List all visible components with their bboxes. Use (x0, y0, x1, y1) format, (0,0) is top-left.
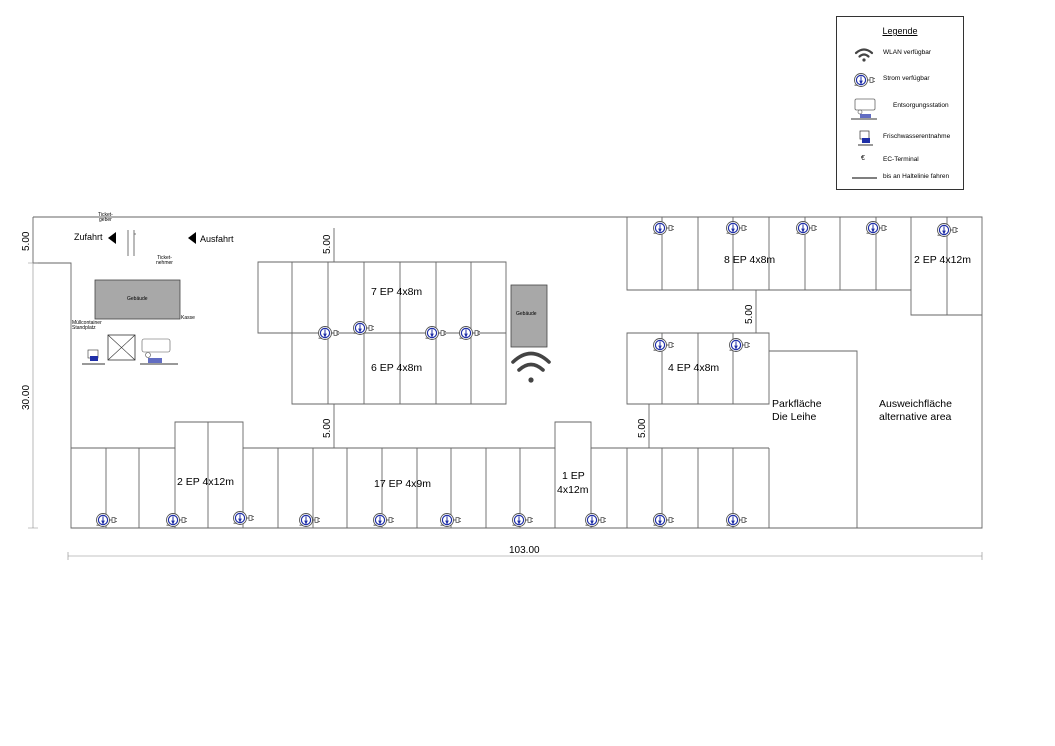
area-4ep-label: 4 EP 4x8m (668, 362, 720, 374)
area-7ep-label: 7 EP 4x8m (371, 286, 423, 298)
power-plug-icon (652, 337, 675, 353)
power-plug-icon (232, 510, 255, 526)
zufahrt-label: Zufahrt (74, 232, 103, 242)
kasse-label: Kasse (181, 315, 195, 321)
power-plug-icon (652, 220, 675, 236)
area-2ep-top-label: 2 EP 4x12m (914, 254, 972, 266)
ausweich-label-2: alternative area (879, 411, 952, 423)
legend-label: bis an Haltelinie fahren (883, 173, 950, 180)
power-plug-icon (424, 325, 447, 341)
legend-label: WLAN verfügbar (883, 49, 932, 56)
center-building-label: Gebäude (516, 311, 537, 317)
dim-width: 103.00 (509, 545, 540, 556)
legend-title: Legende (882, 26, 918, 36)
disposal-station-icon (141, 338, 171, 363)
power-plug-icon (865, 220, 888, 236)
area-17ep-label: 17 EP 4x9m (374, 478, 432, 490)
wifi-icon (511, 351, 551, 383)
power-plug-icon (652, 512, 675, 528)
legend: Legende WLAN verfügbar Strom verfügbar E… (836, 16, 964, 190)
legend-item-frischwasser: Frischwasserentnahme (845, 128, 961, 148)
area-1ep-label-2: 4x12m (557, 484, 589, 496)
area-6ep-label: 6 EP 4x8m (371, 362, 423, 374)
power-plug-icon (372, 512, 395, 528)
power-plug-icon (95, 512, 118, 528)
parkflaeche-label-1: Parkfläche (772, 398, 822, 410)
center-building (510, 284, 548, 348)
power-plug-icon (298, 512, 321, 528)
legend-label: EC-Terminal (883, 156, 919, 163)
dim-lane-d: 5.00 (637, 418, 648, 438)
legend-label: Frischwasserentnahme (883, 133, 951, 140)
legend-item-entsorgung: Entsorgungsstation (845, 97, 961, 121)
power-plug-icon (165, 512, 188, 528)
power-plug-icon (853, 72, 876, 88)
power-plug-icon (458, 325, 481, 341)
power-plug-icon (317, 325, 340, 341)
ticket-nehmer-label: Ticket- nehmer (156, 255, 173, 266)
power-plug-icon (584, 512, 607, 528)
entrance-building-label: Gebäude (127, 296, 148, 302)
power-plug-icon (725, 512, 748, 528)
legend-label: Strom verfügbar (883, 75, 930, 82)
power-plug-icon (795, 220, 818, 236)
fresh-water-icon (858, 130, 873, 146)
wifi-icon (854, 48, 874, 62)
ausfahrt-arrow-icon (188, 232, 196, 244)
area-8ep-label: 8 EP 4x8m (724, 254, 776, 266)
ausweich-label-1: Ausweichfläche (879, 398, 952, 410)
dim-lane-b: 5.00 (322, 418, 333, 438)
dim-lane-a: 5.00 (322, 234, 333, 254)
area-1ep-label-1: 1 EP (562, 470, 585, 482)
zufahrt-arrow-icon (108, 232, 116, 244)
stop-line-icon (852, 177, 877, 179)
legend-item-ec: € EC-Terminal (845, 151, 961, 171)
power-plug-icon (725, 220, 748, 236)
power-plug-icon (936, 222, 959, 238)
legend-item-haltelinie: bis an Haltelinie fahren (845, 168, 961, 188)
entrance-building (94, 279, 181, 320)
dim-left-height: 30.00 (21, 384, 32, 410)
power-plug-icon (728, 337, 751, 353)
dim-left-top: 5.00 (21, 231, 32, 251)
disposal-station-icon (851, 98, 877, 120)
legend-label: Entsorgungsstation (893, 102, 949, 109)
parkflaeche-label-2: Die Leihe (772, 411, 817, 423)
fresh-water-icon (87, 349, 99, 361)
euro-icon: € (861, 155, 865, 162)
ticket-geber-label: Ticket- geber (98, 212, 113, 223)
legend-item-strom: Strom verfügbar (845, 70, 961, 90)
muellcontainer-label: Müllcontainer Standplatz (72, 320, 102, 331)
legend-item-wlan: WLAN verfügbar (845, 44, 961, 64)
power-plug-icon (511, 512, 534, 528)
ausfahrt-label: Ausfahrt (200, 234, 234, 244)
area-2ep-bottom-label: 2 EP 4x12m (177, 476, 235, 488)
power-plug-icon (439, 512, 462, 528)
dim-lane-c: 5.00 (744, 304, 755, 324)
